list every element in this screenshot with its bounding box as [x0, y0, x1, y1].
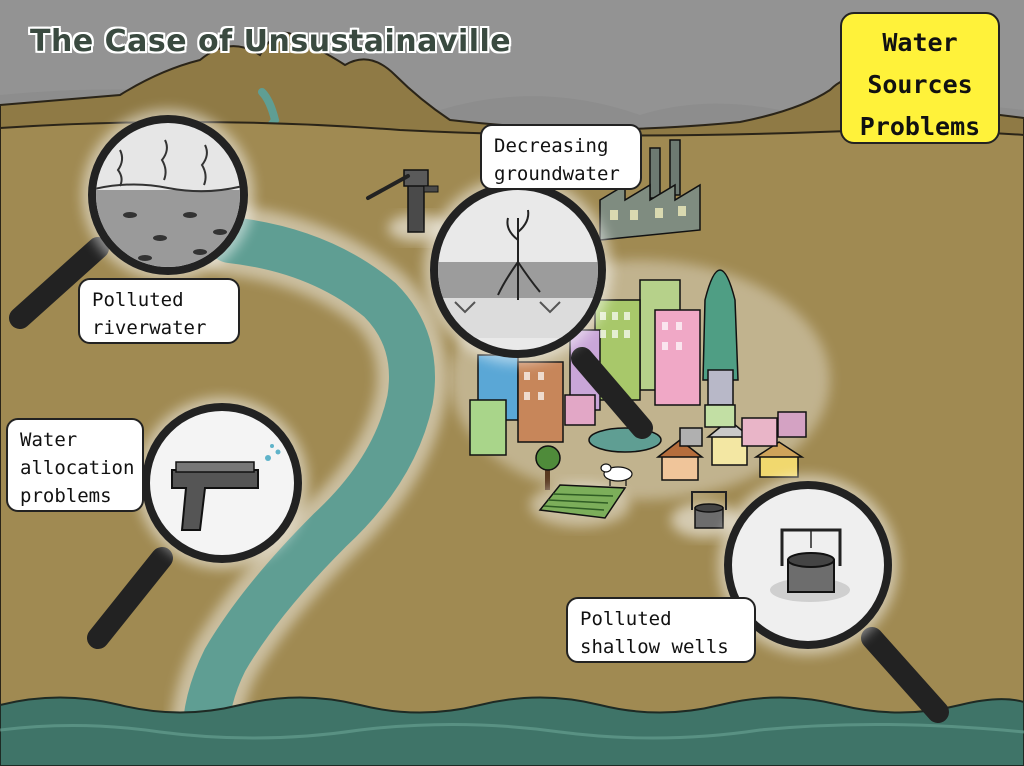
well-icon	[671, 491, 739, 538]
callout-line: shallow wells	[580, 636, 729, 658]
magnifier-icon-riverwater	[9, 109, 254, 329]
crop-field-icon	[530, 483, 630, 527]
badge-line: Water	[882, 28, 958, 57]
callout-water-allocation: Water allocation problems	[6, 418, 144, 512]
callout-line: problems	[20, 485, 112, 507]
callout-line: Water	[20, 429, 78, 451]
callout-polluted-wells: Polluted shallow wells	[566, 597, 756, 663]
houses-icon	[655, 404, 807, 481]
sapling-icon	[497, 209, 541, 300]
tree-icon	[535, 445, 561, 490]
badge-line: Sources	[867, 70, 973, 99]
topic-badge: Water Sources Problems	[840, 12, 1000, 144]
magnifier-icon-wells	[718, 475, 949, 723]
callout-line: Polluted	[92, 289, 184, 311]
cattle-icon	[600, 463, 633, 486]
callout-line: allocation	[20, 457, 135, 479]
callout-line: Decreasing	[494, 135, 609, 157]
callout-line: Polluted	[580, 608, 672, 630]
callout-line: riverwater	[92, 317, 207, 339]
callout-decreasing-groundwater: Decreasing groundwater	[480, 124, 642, 190]
factory-icon	[599, 139, 701, 241]
magnifier-icon-allocation	[87, 397, 308, 649]
fish-icon	[123, 212, 227, 261]
callout-line: groundwater	[494, 163, 620, 185]
pistol-icon	[171, 444, 281, 531]
sea	[0, 696, 1024, 766]
callout-polluted-riverwater: Polluted riverwater	[78, 278, 240, 344]
river	[182, 217, 435, 763]
page-title: The Case of Unsustainaville	[30, 24, 512, 59]
badge-line: Problems	[859, 112, 981, 141]
